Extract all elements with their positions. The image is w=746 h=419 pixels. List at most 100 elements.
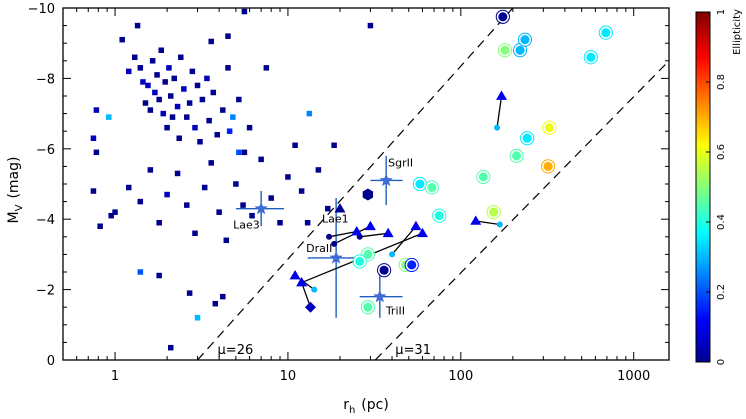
point-ring (509, 148, 524, 163)
object-label: SgrII (388, 156, 413, 169)
square-point (168, 344, 174, 351)
x-tick-label: 10 (280, 369, 297, 384)
square-point (241, 8, 248, 15)
point-ring (495, 9, 510, 24)
square-point (263, 65, 270, 71)
square-point (201, 184, 208, 191)
diamond-point (304, 301, 316, 313)
square-point (214, 131, 220, 138)
square-point (106, 114, 112, 120)
star-point (329, 250, 343, 264)
square-point (246, 124, 253, 131)
star-point (254, 201, 268, 215)
colorbar-gradient (695, 11, 711, 363)
point-ring (517, 32, 533, 47)
square-point (240, 202, 246, 208)
square-point (168, 93, 174, 99)
y-tick-label: −10 (28, 2, 55, 17)
arrow-end-point (496, 221, 503, 228)
arrow-line (359, 232, 389, 238)
y-tick-label: 0 (47, 354, 55, 369)
triangle-point (382, 227, 394, 238)
square-point (192, 124, 198, 131)
square-point (145, 82, 151, 89)
square-point (164, 124, 170, 131)
square-point (208, 160, 214, 166)
triangle-point (496, 90, 508, 100)
colorbar-tick-label: 0.8 (716, 74, 727, 90)
square-point (194, 82, 201, 89)
ringed-point (499, 44, 511, 57)
square-point (233, 181, 239, 187)
point-ring (598, 25, 613, 40)
square-point (166, 65, 172, 71)
square-point (230, 114, 236, 120)
triangle-point (470, 215, 482, 225)
colorbar: 00.20.40.60.81 (695, 9, 727, 365)
square-point (197, 139, 203, 145)
x-tick-label: 1 (111, 369, 119, 384)
arrow-end-point (331, 240, 338, 247)
ringed-point (477, 171, 490, 183)
square-point (119, 36, 125, 43)
y-tick-label: −8 (36, 72, 55, 87)
square-point (315, 167, 322, 173)
object-label: TriII (385, 305, 405, 318)
colorbar-tick-label: 0 (716, 359, 727, 365)
hexagon-point (362, 188, 374, 201)
square-point (156, 219, 162, 226)
ringed-point (543, 121, 556, 134)
ringed-point (496, 10, 509, 23)
square-point (174, 170, 181, 177)
point-ring (542, 120, 557, 135)
square-point (156, 272, 162, 279)
square-point (174, 103, 181, 110)
square-point (216, 209, 222, 215)
ringed-point (487, 206, 500, 219)
square-point (249, 212, 255, 219)
square-point (208, 38, 214, 45)
triangle-point (334, 203, 346, 213)
colorbar-tick-label: 0.2 (716, 284, 727, 300)
reference-line (197, 7, 514, 361)
square-point (93, 107, 100, 113)
square-point (178, 54, 184, 61)
square-point (137, 65, 144, 71)
square-point (93, 149, 100, 156)
ringed-point (433, 209, 446, 222)
square-point (158, 47, 164, 53)
point-ring (497, 43, 513, 58)
x-axis-label: rh(pc) (343, 397, 389, 415)
square-point (236, 149, 242, 156)
square-point (212, 300, 219, 307)
square-point (226, 128, 233, 134)
point-ring (352, 254, 367, 269)
object-label: DraII (306, 242, 332, 255)
square-point (225, 33, 231, 39)
arrow-end-point (389, 251, 396, 258)
square-point (90, 188, 97, 194)
arrow-line (496, 95, 503, 128)
square-point (176, 135, 182, 141)
square-point (199, 96, 206, 103)
ringed-point (353, 255, 366, 268)
square-point (277, 219, 283, 226)
square-point (171, 75, 177, 82)
ringed-point (362, 248, 374, 261)
colorbar-tick-label: 1 (716, 9, 727, 15)
x-tick-label: 100 (448, 369, 473, 384)
ringed-point (519, 33, 531, 46)
ringed-point (426, 181, 438, 194)
y-tick-label: −4 (36, 213, 55, 228)
star-point (379, 173, 393, 187)
square-point (147, 167, 154, 173)
square-point (140, 79, 146, 85)
square-point (206, 117, 212, 124)
square-point (164, 191, 170, 198)
square-point (181, 86, 187, 92)
square-point (108, 212, 114, 219)
square-point (125, 68, 132, 75)
arrow-end-point (494, 124, 501, 131)
